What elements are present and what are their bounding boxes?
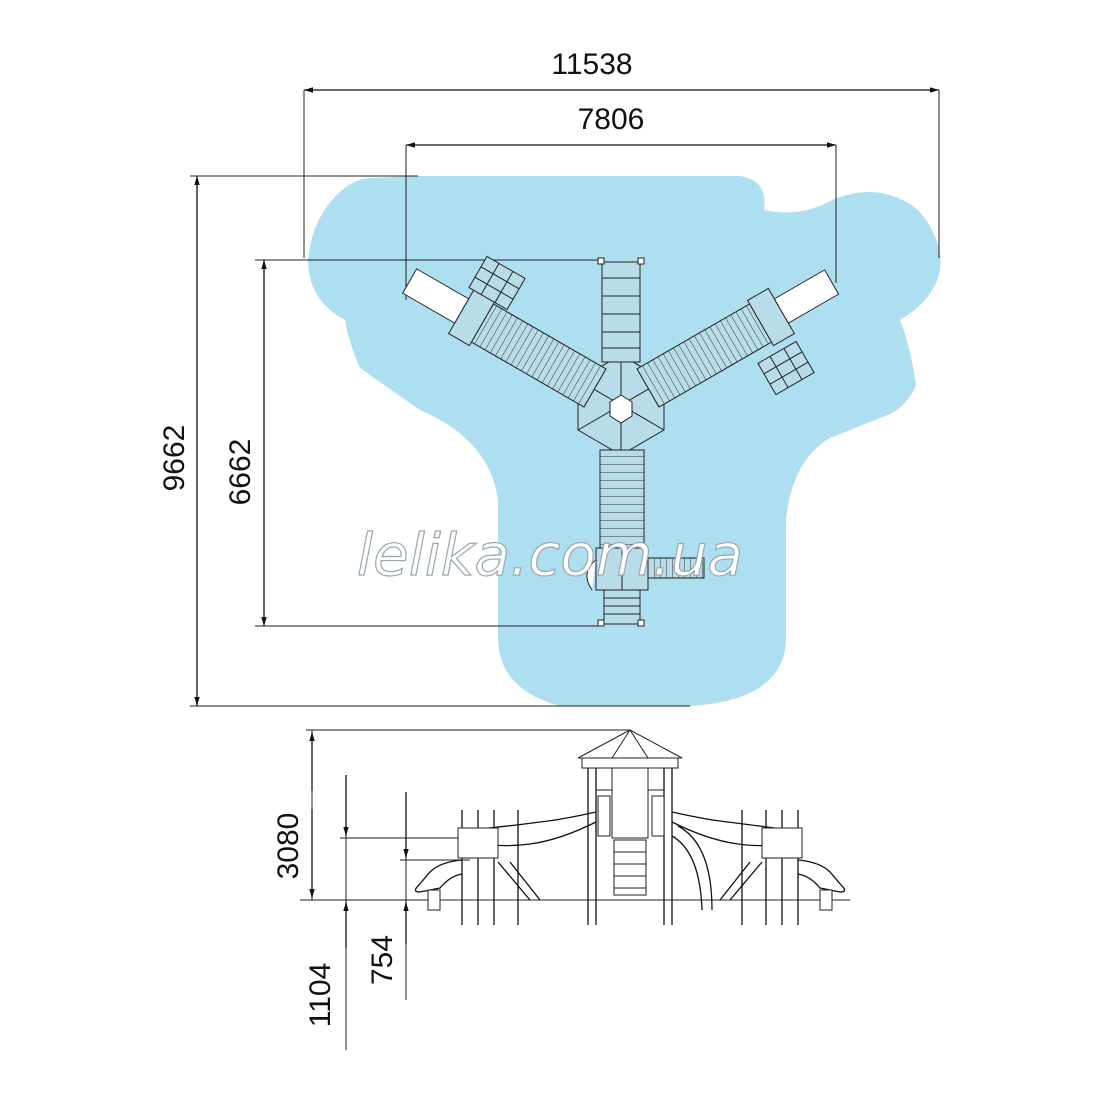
plan-view: 11538 7806 9662 6662 bbox=[158, 48, 941, 707]
structure-side-view bbox=[414, 729, 846, 925]
dim-total-height: 3080 bbox=[272, 813, 305, 880]
dim-inner-depth: 6662 bbox=[224, 439, 257, 506]
elevation-view: 3080 1104 754 bbox=[272, 729, 850, 1050]
dim-overall-depth: 9662 bbox=[158, 425, 191, 492]
dim-platform-low: 754 bbox=[366, 935, 399, 985]
structure-top-view bbox=[401, 255, 840, 627]
dim-inner-width: 7806 bbox=[578, 103, 645, 136]
watermark: lelika.com.ua bbox=[357, 521, 743, 589]
dim-overall-width: 11538 bbox=[551, 48, 632, 81]
dim-platform-high: 1104 bbox=[304, 963, 337, 1028]
